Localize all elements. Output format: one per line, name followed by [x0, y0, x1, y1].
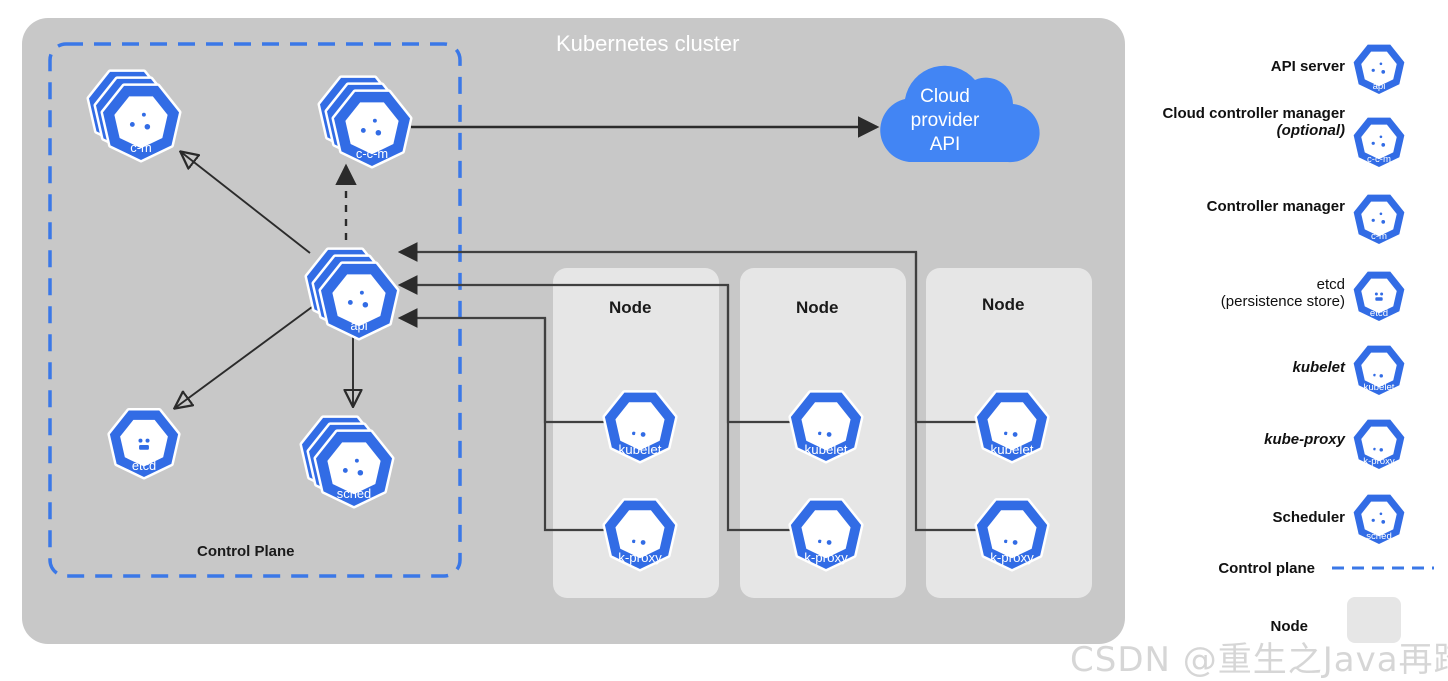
svg-text:c-m: c-m	[130, 140, 151, 155]
icon-scheduler[interactable]: sched	[295, 408, 395, 509]
icon-node2-kproxy[interactable]: k-proxy	[786, 493, 866, 573]
legend-icon-scheduler[interactable]: sched	[1349, 488, 1409, 548]
legend-icon-cloud-controller-manager[interactable]: c-c-m	[1349, 111, 1409, 171]
control-plane-boundary	[48, 42, 462, 578]
icon-controller-manager[interactable]: c-m	[82, 62, 182, 163]
svg-text:k-proxy: k-proxy	[804, 550, 848, 565]
connector-node2-kproxy-to-api	[726, 285, 803, 532]
icon-etcd[interactable]: etcd	[105, 403, 183, 481]
svg-text:c-m: c-m	[1371, 231, 1387, 242]
connector-node3-kproxy-to-api	[914, 252, 989, 532]
legend-label-kubelet: kubelet	[1292, 359, 1345, 376]
legend-icon-etcd[interactable]: etcd	[1349, 265, 1409, 325]
legend-icon-controller-manager[interactable]: c-m	[1349, 188, 1409, 248]
legend-label-controller-manager: Controller manager	[1206, 198, 1345, 215]
legend-sub-optional: (optional)	[1276, 122, 1345, 139]
legend-label-node: Node	[1270, 618, 1309, 635]
connector-node1-kproxy-to-api	[543, 318, 617, 532]
icon-node3-kproxy[interactable]: k-proxy	[972, 493, 1052, 573]
watermark: CSDN @重生之Java再踏巅峰	[1070, 640, 1448, 680]
svg-text:etcd: etcd	[132, 458, 156, 473]
legend-label-api-server: API server	[1270, 58, 1345, 75]
icon-api-server[interactable]: api	[300, 240, 400, 341]
svg-text:kubelet: kubelet	[1364, 382, 1395, 393]
legend-label-cloud-controller-manager: Cloud controller manager (optional)	[1140, 105, 1345, 139]
legend-icon-api-server[interactable]: api	[1349, 38, 1409, 98]
icon-node1-kproxy[interactable]: k-proxy	[600, 493, 680, 573]
legend-label-control-plane: Control plane	[1218, 560, 1315, 577]
node-label-2: Node	[796, 298, 839, 317]
legend-icon-kubelet[interactable]: kubelet	[1349, 339, 1409, 399]
svg-text:etcd: etcd	[1370, 308, 1388, 319]
cloud-provider-label: Cloud provider API	[910, 86, 980, 155]
svg-text:kubelet: kubelet	[619, 442, 662, 457]
svg-text:kubelet: kubelet	[805, 442, 848, 457]
connector-api-to-cm	[181, 152, 311, 254]
svg-text:sched: sched	[337, 486, 371, 501]
svg-text:k-proxy: k-proxy	[1363, 456, 1395, 467]
control-plane-label: Control Plane	[197, 543, 295, 560]
icon-node3-kubelet[interactable]: kubelet	[972, 385, 1052, 465]
legend-label-kube-proxy: kube-proxy	[1264, 431, 1345, 448]
legend-label-etcd: etcd (persistence store)	[1220, 276, 1345, 310]
svg-text:sched: sched	[1366, 531, 1392, 542]
icon-node1-kubelet[interactable]: kubelet	[600, 385, 680, 465]
icon-cloud-controller-manager[interactable]: c-c-m	[313, 68, 413, 169]
cluster-title: Kubernetes cluster	[556, 31, 740, 56]
connector-api-to-etcd	[175, 306, 313, 408]
legend-label-scheduler: Scheduler	[1272, 509, 1345, 526]
svg-text:k-proxy: k-proxy	[990, 550, 1034, 565]
icon-node2-kubelet[interactable]: kubelet	[786, 385, 866, 465]
legend-icon-kube-proxy[interactable]: k-proxy	[1349, 413, 1409, 473]
svg-text:kubelet: kubelet	[991, 442, 1034, 457]
node-label-1: Node	[609, 298, 652, 317]
node-label-3: Node	[982, 295, 1025, 314]
svg-text:k-proxy: k-proxy	[618, 550, 662, 565]
svg-text:c-c-m: c-c-m	[1367, 154, 1391, 165]
svg-text:c-c-m: c-c-m	[356, 146, 388, 161]
svg-text:api: api	[1373, 81, 1386, 92]
svg-text:api: api	[350, 318, 367, 333]
